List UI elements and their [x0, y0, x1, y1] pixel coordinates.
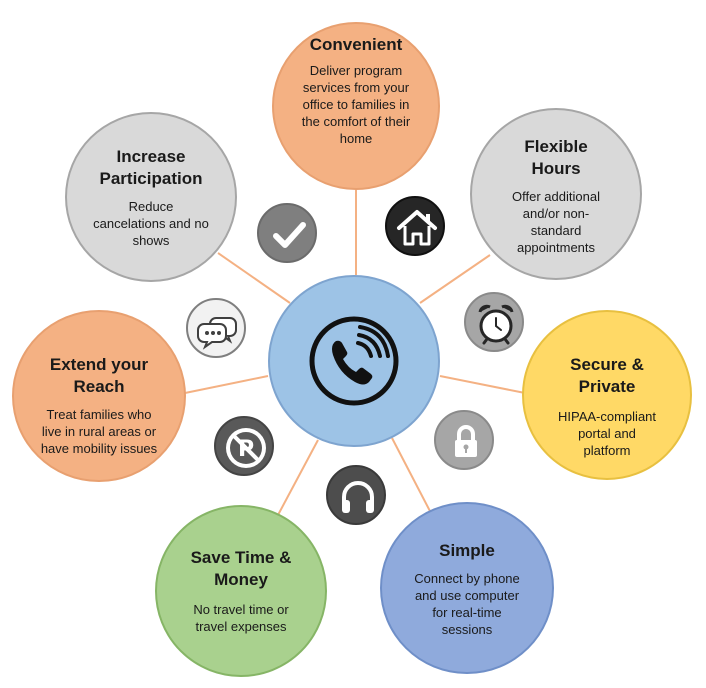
- checkmark-icon: [257, 203, 317, 263]
- node-title: Simple: [439, 541, 495, 560]
- node-title: Increase Participation: [99, 147, 203, 188]
- connector-flexible: [419, 254, 491, 304]
- node-body: Treat families who live in rural areas o…: [40, 407, 158, 456]
- node-title: Save Time & Money: [190, 548, 292, 589]
- node-body: HIPAA-compliant portal and platform: [558, 409, 657, 458]
- node-title: Convenient: [309, 35, 403, 54]
- node-extend-your-reach: Extend your Reach Treat families who liv…: [12, 310, 186, 482]
- node-title: Extend your Reach: [49, 355, 149, 396]
- lock-icon: [434, 410, 494, 470]
- connector-secure: [439, 375, 526, 394]
- chat-bubbles-icon: [186, 298, 246, 358]
- alarm-clock-icon: [464, 292, 524, 352]
- node-save-time-money: Save Time & Money No travel time or trav…: [155, 505, 327, 677]
- node-title: Flexible Hours: [524, 137, 588, 178]
- center-phone-node: [268, 275, 440, 447]
- node-simple: Simple Connect by phone and use computer…: [380, 502, 554, 674]
- headphones-icon: [326, 465, 386, 525]
- home-icon: [385, 196, 445, 256]
- node-body: Connect by phone and use computer for re…: [414, 571, 520, 637]
- node-body: Offer additional and/or non-standard app…: [512, 189, 600, 255]
- connector-reach: [184, 375, 269, 394]
- node-body: Reduce cancelations and no shows: [93, 199, 209, 248]
- node-body: Deliver program services from your offic…: [301, 63, 411, 146]
- no-parking-icon: P: [214, 416, 274, 476]
- connector-participation: [217, 252, 291, 304]
- node-title: Secure & Private: [570, 355, 644, 396]
- connector-simple: [391, 437, 433, 516]
- phone-icon: [309, 316, 399, 406]
- node-secure-private: Secure & Private HIPAA-compliant portal …: [522, 310, 692, 480]
- node-flexible-hours: Flexible Hours Offer additional and/or n…: [470, 108, 642, 280]
- node-body: No travel time or travel expenses: [193, 602, 289, 634]
- node-increase-participation: Increase Participation Reduce cancelatio…: [65, 112, 237, 282]
- node-convenient: Convenient Deliver program services from…: [272, 22, 440, 190]
